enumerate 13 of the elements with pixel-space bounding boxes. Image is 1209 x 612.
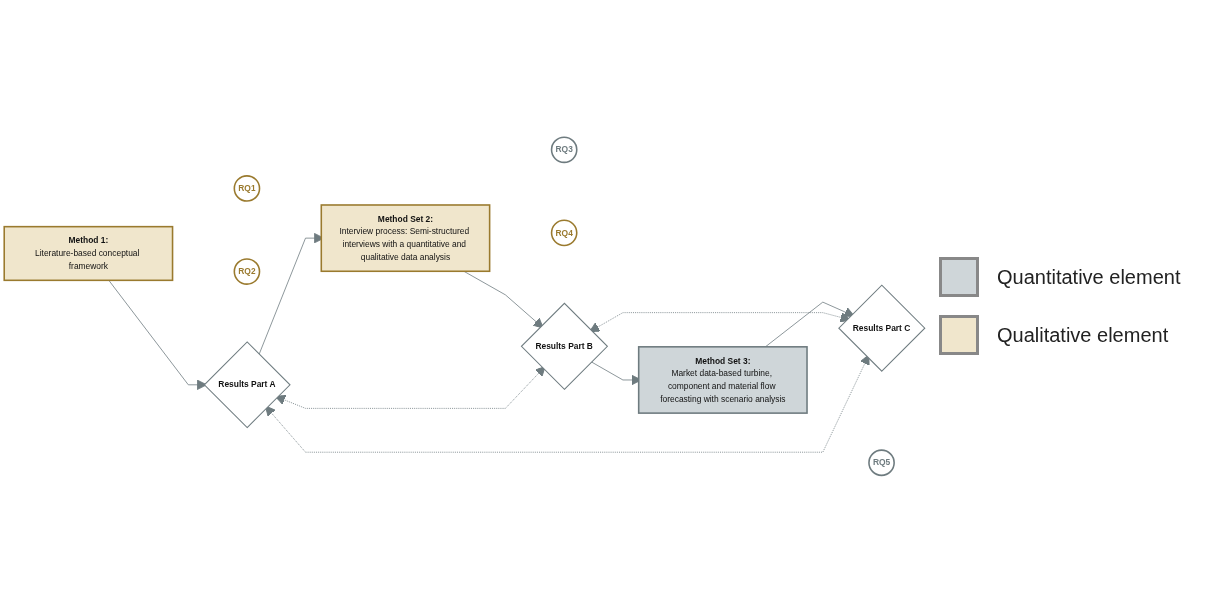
node-diamond: Results Part B	[520, 302, 609, 390]
legend-label: Quantitative element	[997, 265, 1181, 289]
node-diamond: Results Part C	[838, 284, 926, 372]
node-circle: RQ1	[233, 174, 261, 202]
node-circle: RQ5	[868, 449, 895, 476]
node-circle: RQ3	[550, 136, 578, 163]
node-box: Method Set 2: Interview process: Semi-structured interviews with a quantitative and qualitative data analysis	[320, 203, 491, 272]
node-box: Method 1: Literature-based conceptual framework	[3, 225, 174, 281]
node-box: Method Set 3: Market data-based turbine, component and material flow forecasting with scenario analysis	[637, 345, 808, 414]
node-circle: RQ2	[233, 257, 261, 285]
legend-label: Qualitative element	[997, 323, 1169, 347]
node-diamond: Results Part A	[203, 340, 291, 429]
node-circle: RQ4	[550, 219, 578, 246]
